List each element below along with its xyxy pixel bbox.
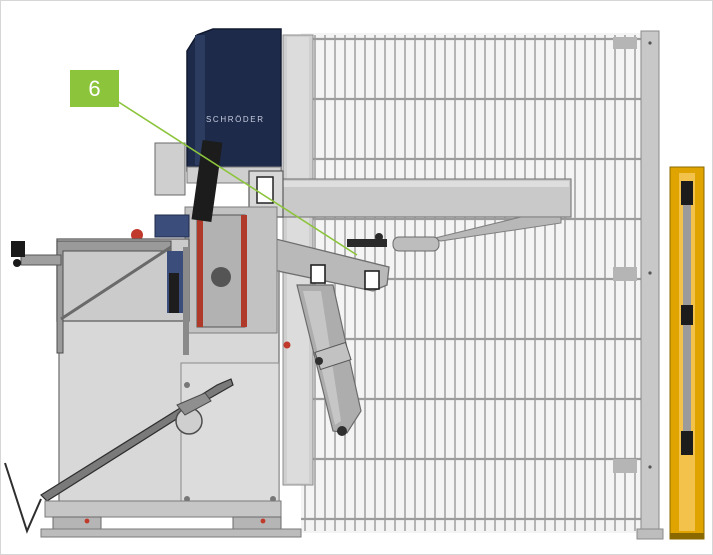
fence-post (636, 30, 664, 540)
machine-body (11, 139, 280, 504)
machine-base (40, 500, 302, 538)
callout-box (70, 70, 119, 107)
callout-number-label: 6 (88, 75, 101, 101)
horizontal-beam (248, 170, 572, 242)
light-curtain-column (669, 166, 705, 540)
brand-label: SCHRÖDER (206, 115, 265, 124)
callout-leader-line (116, 100, 358, 256)
folding-beam-assembly (283, 284, 362, 436)
sheet-support-arm (4, 378, 234, 534)
tool-cylinder (347, 233, 440, 252)
